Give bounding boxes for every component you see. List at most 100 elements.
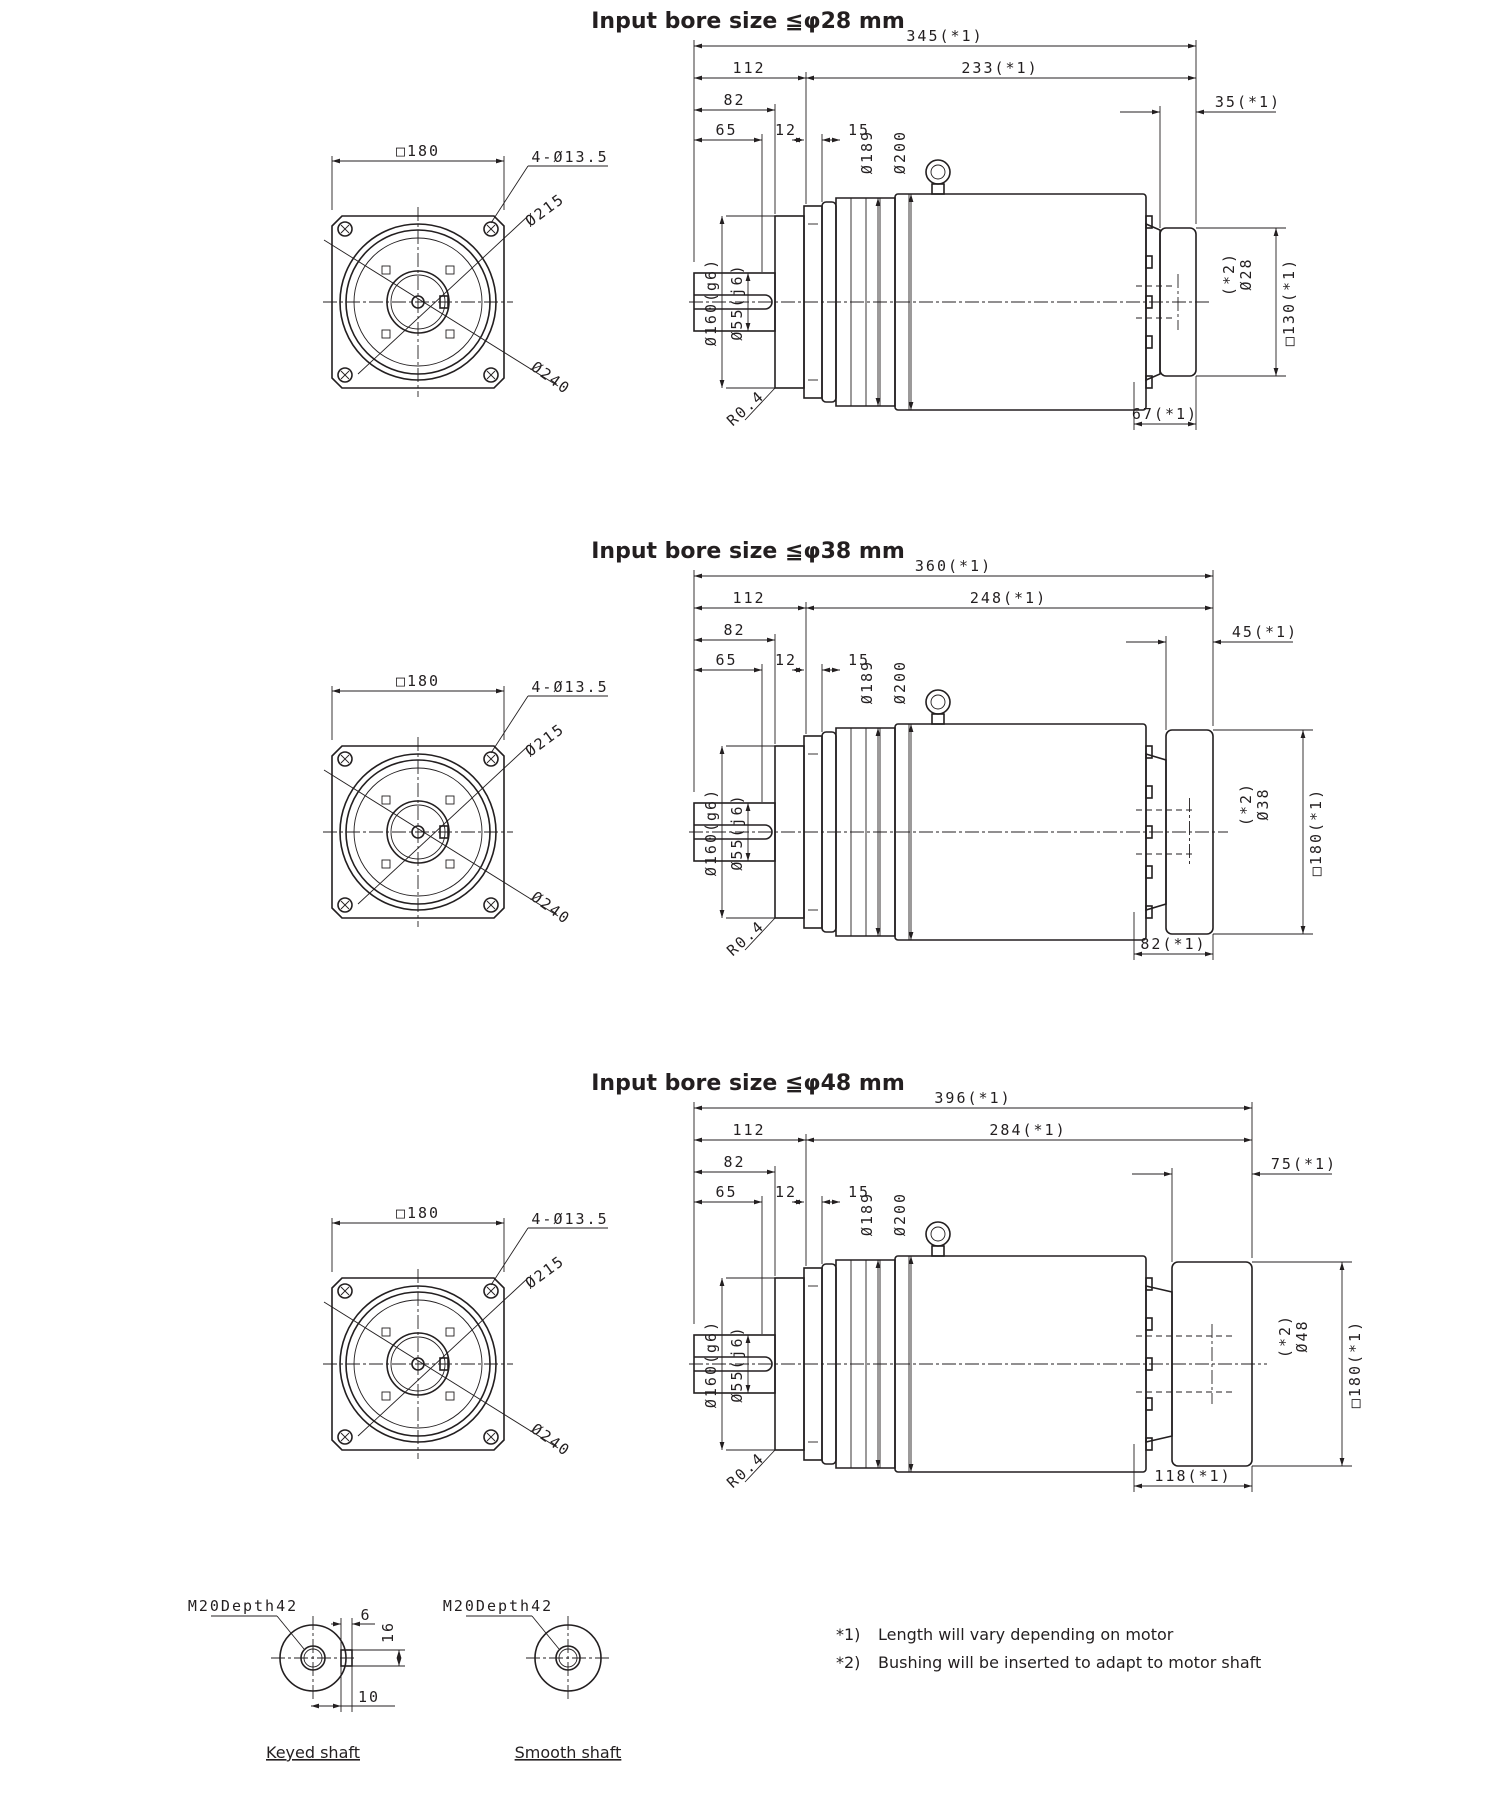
dia-189: Ø189 (858, 1192, 876, 1236)
flange-square (331, 745, 505, 919)
bolt-head (1145, 375, 1153, 389)
adapter-length: 35(*1) (1215, 93, 1281, 111)
leader-radius (744, 1449, 776, 1483)
mounting-hole (483, 1283, 499, 1299)
eye-bolt-icon (925, 159, 951, 185)
shaft-length: 112 (732, 589, 765, 607)
dimension-text-line: (*2) (1276, 1314, 1294, 1358)
key-depth: 10 (358, 1688, 380, 1706)
bore-size: (*2)Ø28 (1220, 252, 1255, 296)
mounting-hole (483, 897, 499, 913)
eye-bolt-neck (931, 1245, 945, 1257)
dia-189: Ø189 (858, 660, 876, 704)
outer-diameter: Ø240 (528, 358, 574, 398)
mounting-hole (337, 897, 353, 913)
dimension-text-line: Ø38 (1254, 787, 1272, 820)
hole-cross (340, 224, 350, 234)
mounting-hole (483, 367, 499, 383)
dia-200: Ø200 (891, 660, 909, 704)
note-text: Bushing will be inserted to adapt to mot… (878, 1653, 1261, 1672)
dim-82-text: 82 (723, 1153, 745, 1171)
tapped-hole (445, 1327, 455, 1337)
overall-length: 345(*1) (906, 27, 983, 45)
mounting-hole (337, 1429, 353, 1445)
pcd-diameter: Ø215 (522, 720, 568, 760)
bolt-head (1145, 335, 1153, 349)
hole-spec: 4-Ø13.5 (531, 148, 608, 166)
leader-radius (744, 387, 776, 421)
outer-diameter: Ø240 (528, 1420, 574, 1460)
hole-cross (340, 370, 350, 380)
square-size: □180 (396, 1204, 440, 1222)
mounting-hole (337, 221, 353, 237)
note-text: Length will vary depending on motor (878, 1625, 1174, 1644)
motor-square: □180(*1) (1307, 788, 1325, 876)
hole-cross (486, 224, 496, 234)
bolt-head (1145, 1277, 1153, 1291)
hole-cross (340, 1286, 350, 1296)
pcd-diameter: Ø215 (522, 1252, 568, 1292)
dia-200: Ø200 (891, 1192, 909, 1236)
hole-cross (486, 1432, 496, 1442)
diagonal-pcd (323, 1301, 559, 1449)
thread-spec: M20Depth42 (443, 1597, 553, 1615)
pilot-diameter: Ø160(g6) (702, 258, 720, 346)
diagonal-pcd (323, 769, 559, 917)
tapped-hole (445, 1391, 455, 1401)
leader-thread (276, 1615, 305, 1650)
dim-65-text: 65 (715, 651, 737, 669)
shaft-diameter: Ø55(j6) (728, 263, 746, 340)
leader-holes (490, 165, 529, 224)
dia-189: Ø189 (858, 130, 876, 174)
variant-title: Input bore size ≦φ38 mm (591, 539, 905, 564)
pilot-diameter: Ø160(g6) (702, 1320, 720, 1408)
eye-bolt-neck (931, 713, 945, 725)
bolt-head (1145, 745, 1153, 759)
leader-radius (744, 917, 776, 951)
diagonal-pcd (323, 239, 559, 387)
bolt-head (1145, 1437, 1153, 1451)
mounting-hole (483, 221, 499, 237)
shaft-diameter: Ø55(j6) (728, 1325, 746, 1402)
body-length: 233(*1) (961, 59, 1038, 77)
dim-65-text: 65 (715, 1183, 737, 1201)
eye-bolt-icon (925, 689, 951, 715)
adapter-plate (1145, 222, 1161, 382)
dia-200: Ø200 (891, 130, 909, 174)
diagonal-holes (357, 745, 529, 905)
note-mark: *1) (836, 1625, 860, 1644)
note-mark: *2) (836, 1653, 860, 1672)
dim-12-text: 12 (775, 1183, 797, 1201)
square-size: □180 (396, 142, 440, 160)
eye-bolt-inner (930, 164, 946, 180)
shaft-diameter: Ø55(j6) (728, 793, 746, 870)
tapped-hole (381, 795, 391, 805)
leader-thread (531, 1615, 560, 1650)
hole-cross (340, 1432, 350, 1442)
bore-size: (*2)Ø38 (1237, 782, 1272, 826)
mounting-hole (337, 367, 353, 383)
motor-square: □180(*1) (1346, 1320, 1364, 1408)
dim-12-text: 12 (775, 651, 797, 669)
hole-spec: 4-Ø13.5 (531, 1210, 608, 1228)
fillet-radius: R0.4 (723, 1449, 768, 1492)
motor-length: 67(*1) (1132, 405, 1198, 423)
tapped-hole (381, 1391, 391, 1401)
bolt-head (1145, 905, 1153, 919)
motor-length: 118(*1) (1154, 1467, 1231, 1485)
hole-cross (340, 900, 350, 910)
dim-82-text: 82 (723, 621, 745, 639)
hole-cross (486, 1286, 496, 1296)
hole-cross (486, 900, 496, 910)
overall-length: 360(*1) (915, 557, 992, 575)
outer-diameter: Ø240 (528, 888, 574, 928)
eye-bolt-inner (930, 1226, 946, 1242)
tapped-hole (381, 859, 391, 869)
bore-size: (*2)Ø48 (1276, 1314, 1311, 1358)
